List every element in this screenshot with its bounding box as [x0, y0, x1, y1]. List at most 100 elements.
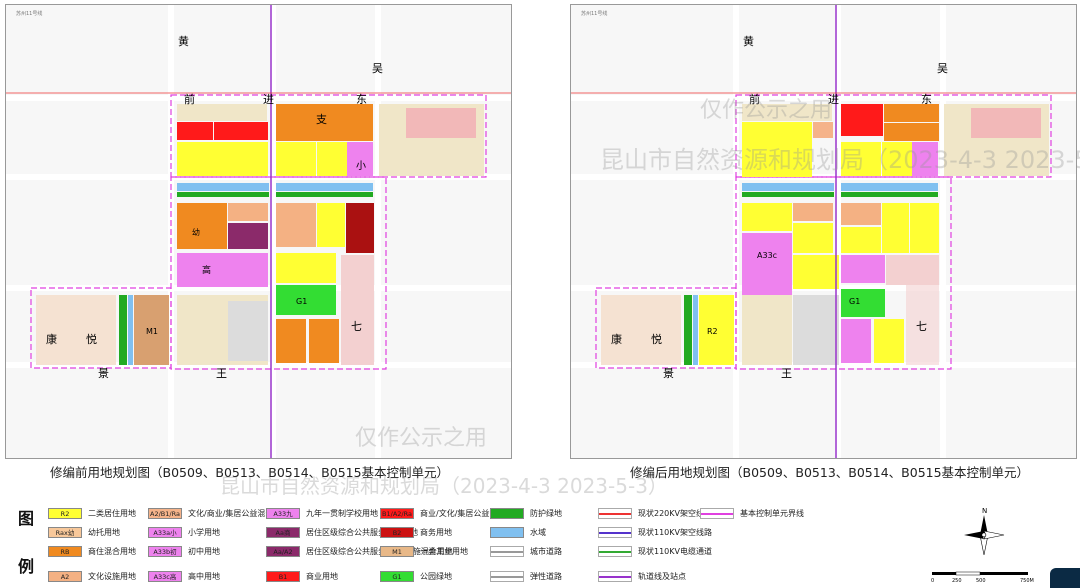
- legend-item: A33b初初中用地: [148, 546, 220, 557]
- legend-swatch: [490, 571, 524, 582]
- legend-swatch: R2: [48, 508, 82, 519]
- legend-label: 商业用地: [306, 572, 338, 581]
- legend-item: 防护绿地: [490, 508, 562, 519]
- road-label-jin: 进: [263, 93, 274, 106]
- road-label-dong: 东: [921, 93, 932, 106]
- legend-swatch: A2: [48, 571, 82, 582]
- road-label-kang: 康: [46, 333, 57, 346]
- road-label-zhi: 支: [316, 113, 327, 126]
- legend-label: 文化/商业/集居公益混合用地: [188, 509, 290, 518]
- legend-swatch: RB: [48, 546, 82, 557]
- legend-item: 现状110KV电缆通道: [598, 546, 712, 557]
- legend-swatch: A33a小: [148, 527, 182, 538]
- legend-item: Aa/A2 居住区级综合公共服务/文化设施混合用地: [266, 546, 453, 557]
- legend-swatch: Rax幼: [48, 527, 82, 538]
- parcel-label-r2: R2: [707, 327, 718, 336]
- parcel-label-m1: M1: [146, 327, 158, 336]
- caption-after: 修编后用地规划图（B0509、B0513、B0514、B0515基本控制单元）: [630, 465, 1030, 480]
- road-label-qi: 七: [916, 320, 927, 333]
- legend-swatch: B1: [266, 571, 300, 582]
- legend-label: 初中用地: [188, 547, 220, 556]
- legend-label: 轨道线及站点: [638, 572, 686, 581]
- north-arrow-icon: N: [964, 507, 1005, 556]
- legend-swatch: A33b初: [148, 546, 182, 557]
- legend-item: Rax幼幼托用地: [48, 527, 120, 538]
- legend-item: RB 商住混合用地: [48, 546, 136, 557]
- corner-badge: [1050, 568, 1080, 588]
- road-label-wu: 吴: [372, 62, 383, 75]
- legend-swatch: [598, 571, 632, 582]
- parcel-label-g1: G1: [296, 297, 308, 306]
- road-label-jing: 景: [98, 367, 109, 380]
- road-label-qian: 前: [749, 93, 760, 106]
- legend-swatch: G1: [380, 571, 414, 582]
- rail-label: 苏州11号线: [16, 11, 43, 17]
- legend-label: 小学用地: [188, 528, 220, 537]
- legend-label: 商务用地: [420, 528, 452, 537]
- legend-label: 弹性道路: [530, 572, 562, 581]
- legend-title-bottom: 例: [18, 557, 35, 576]
- legend-item: 轨道线及站点: [598, 571, 686, 582]
- road-label-huang: 黄: [178, 35, 189, 48]
- legend-label: 公园绿地: [420, 572, 452, 581]
- legend-label: 商住混合用地: [88, 547, 136, 556]
- road-label-wang: 王: [216, 367, 227, 380]
- legend-item: B2 商务用地: [380, 527, 452, 538]
- road-label-dong: 东: [356, 93, 367, 106]
- map-after: 黄 吴 前 进 东 A33c G1 R2 康 悦 景 王 七 苏州11号线: [570, 4, 1077, 459]
- legend-item: A33a小小学用地: [148, 527, 220, 538]
- legend-label: 水域: [530, 528, 546, 537]
- legend-item: A33九九年一贯制学校用地: [266, 508, 378, 519]
- legend-swatch: B2: [380, 527, 414, 538]
- parcel-label-you: 幼: [192, 228, 200, 237]
- legend-label: 城市道路: [530, 547, 562, 556]
- scale-bar: 0 250 500 750M: [931, 571, 1034, 584]
- road-label-yue: 悦: [651, 333, 662, 346]
- map-after-canvas: [571, 5, 1076, 458]
- parcel-label-gao: 高: [202, 266, 212, 276]
- parcel-label-g1: G1: [849, 297, 861, 306]
- legend-label: 二类居住用地: [88, 509, 136, 518]
- legend-label: 现状110KV电缆通道: [638, 547, 712, 556]
- legend-item: A2/B1/Ra 文化/商业/集居公益混合用地: [148, 508, 289, 519]
- legend-swatch: [490, 527, 524, 538]
- legend-label: 文化设施用地: [88, 572, 136, 581]
- legend-item: A33c高高中用地: [148, 571, 220, 582]
- road-label-jin: 进: [828, 93, 839, 106]
- legend-swatch: [598, 546, 632, 557]
- scale-tick-1: 250: [952, 578, 962, 584]
- legend-item: G1 公园绿地: [380, 571, 452, 582]
- legend-swatch: A33c高: [148, 571, 182, 582]
- legend-swatch: Aa/A2: [266, 546, 300, 557]
- legend-item: 现状220KV架空线路: [598, 508, 712, 519]
- legend-label: 居住区级综合公共服务/文化设施混合用地: [306, 546, 453, 557]
- legend-swatch: [598, 527, 632, 538]
- parcel-label-a33c: A33c: [757, 251, 778, 260]
- legend-label: 幼托用地: [88, 528, 120, 537]
- road-label-yue: 悦: [86, 333, 97, 346]
- road-label-wang: 王: [781, 367, 792, 380]
- caption-before: 修编前用地规划图（B0509、B0513、B0514、B0515基本控制单元）: [50, 465, 450, 480]
- legend-item: Aa商居住区级综合公共服务设施用地: [266, 527, 418, 538]
- map-before-canvas: [6, 5, 511, 458]
- legend-swatch: [598, 508, 632, 519]
- legend-label: 一类工业用地: [420, 547, 468, 556]
- legend-item: 弹性道路: [490, 571, 562, 582]
- legend-label: 现状220KV架空线路: [638, 509, 712, 518]
- north-label: N: [982, 507, 987, 515]
- legend-swatch: A2/B1/Ra: [148, 508, 182, 519]
- legend-item: 城市道路: [490, 546, 562, 557]
- scale-tick-0: 0: [931, 578, 934, 584]
- legend-item: R2 二类居住用地: [48, 508, 136, 519]
- legend-label: 现状110KV架空线路: [638, 528, 712, 537]
- rail-label: 苏州11号线: [581, 11, 608, 17]
- road-label-wu: 吴: [937, 62, 948, 75]
- road-label-huang: 黄: [743, 35, 754, 48]
- parcel-label-xiao: 小: [356, 161, 366, 172]
- legend-label: 防护绿地: [530, 509, 562, 518]
- road-label-jing: 景: [663, 367, 674, 380]
- map-before: 黄 吴 前 进 东 支 小 幼 高 M1 G1 康 悦 景 王 七 苏州11号线: [5, 4, 512, 459]
- legend-swatch: [490, 546, 524, 557]
